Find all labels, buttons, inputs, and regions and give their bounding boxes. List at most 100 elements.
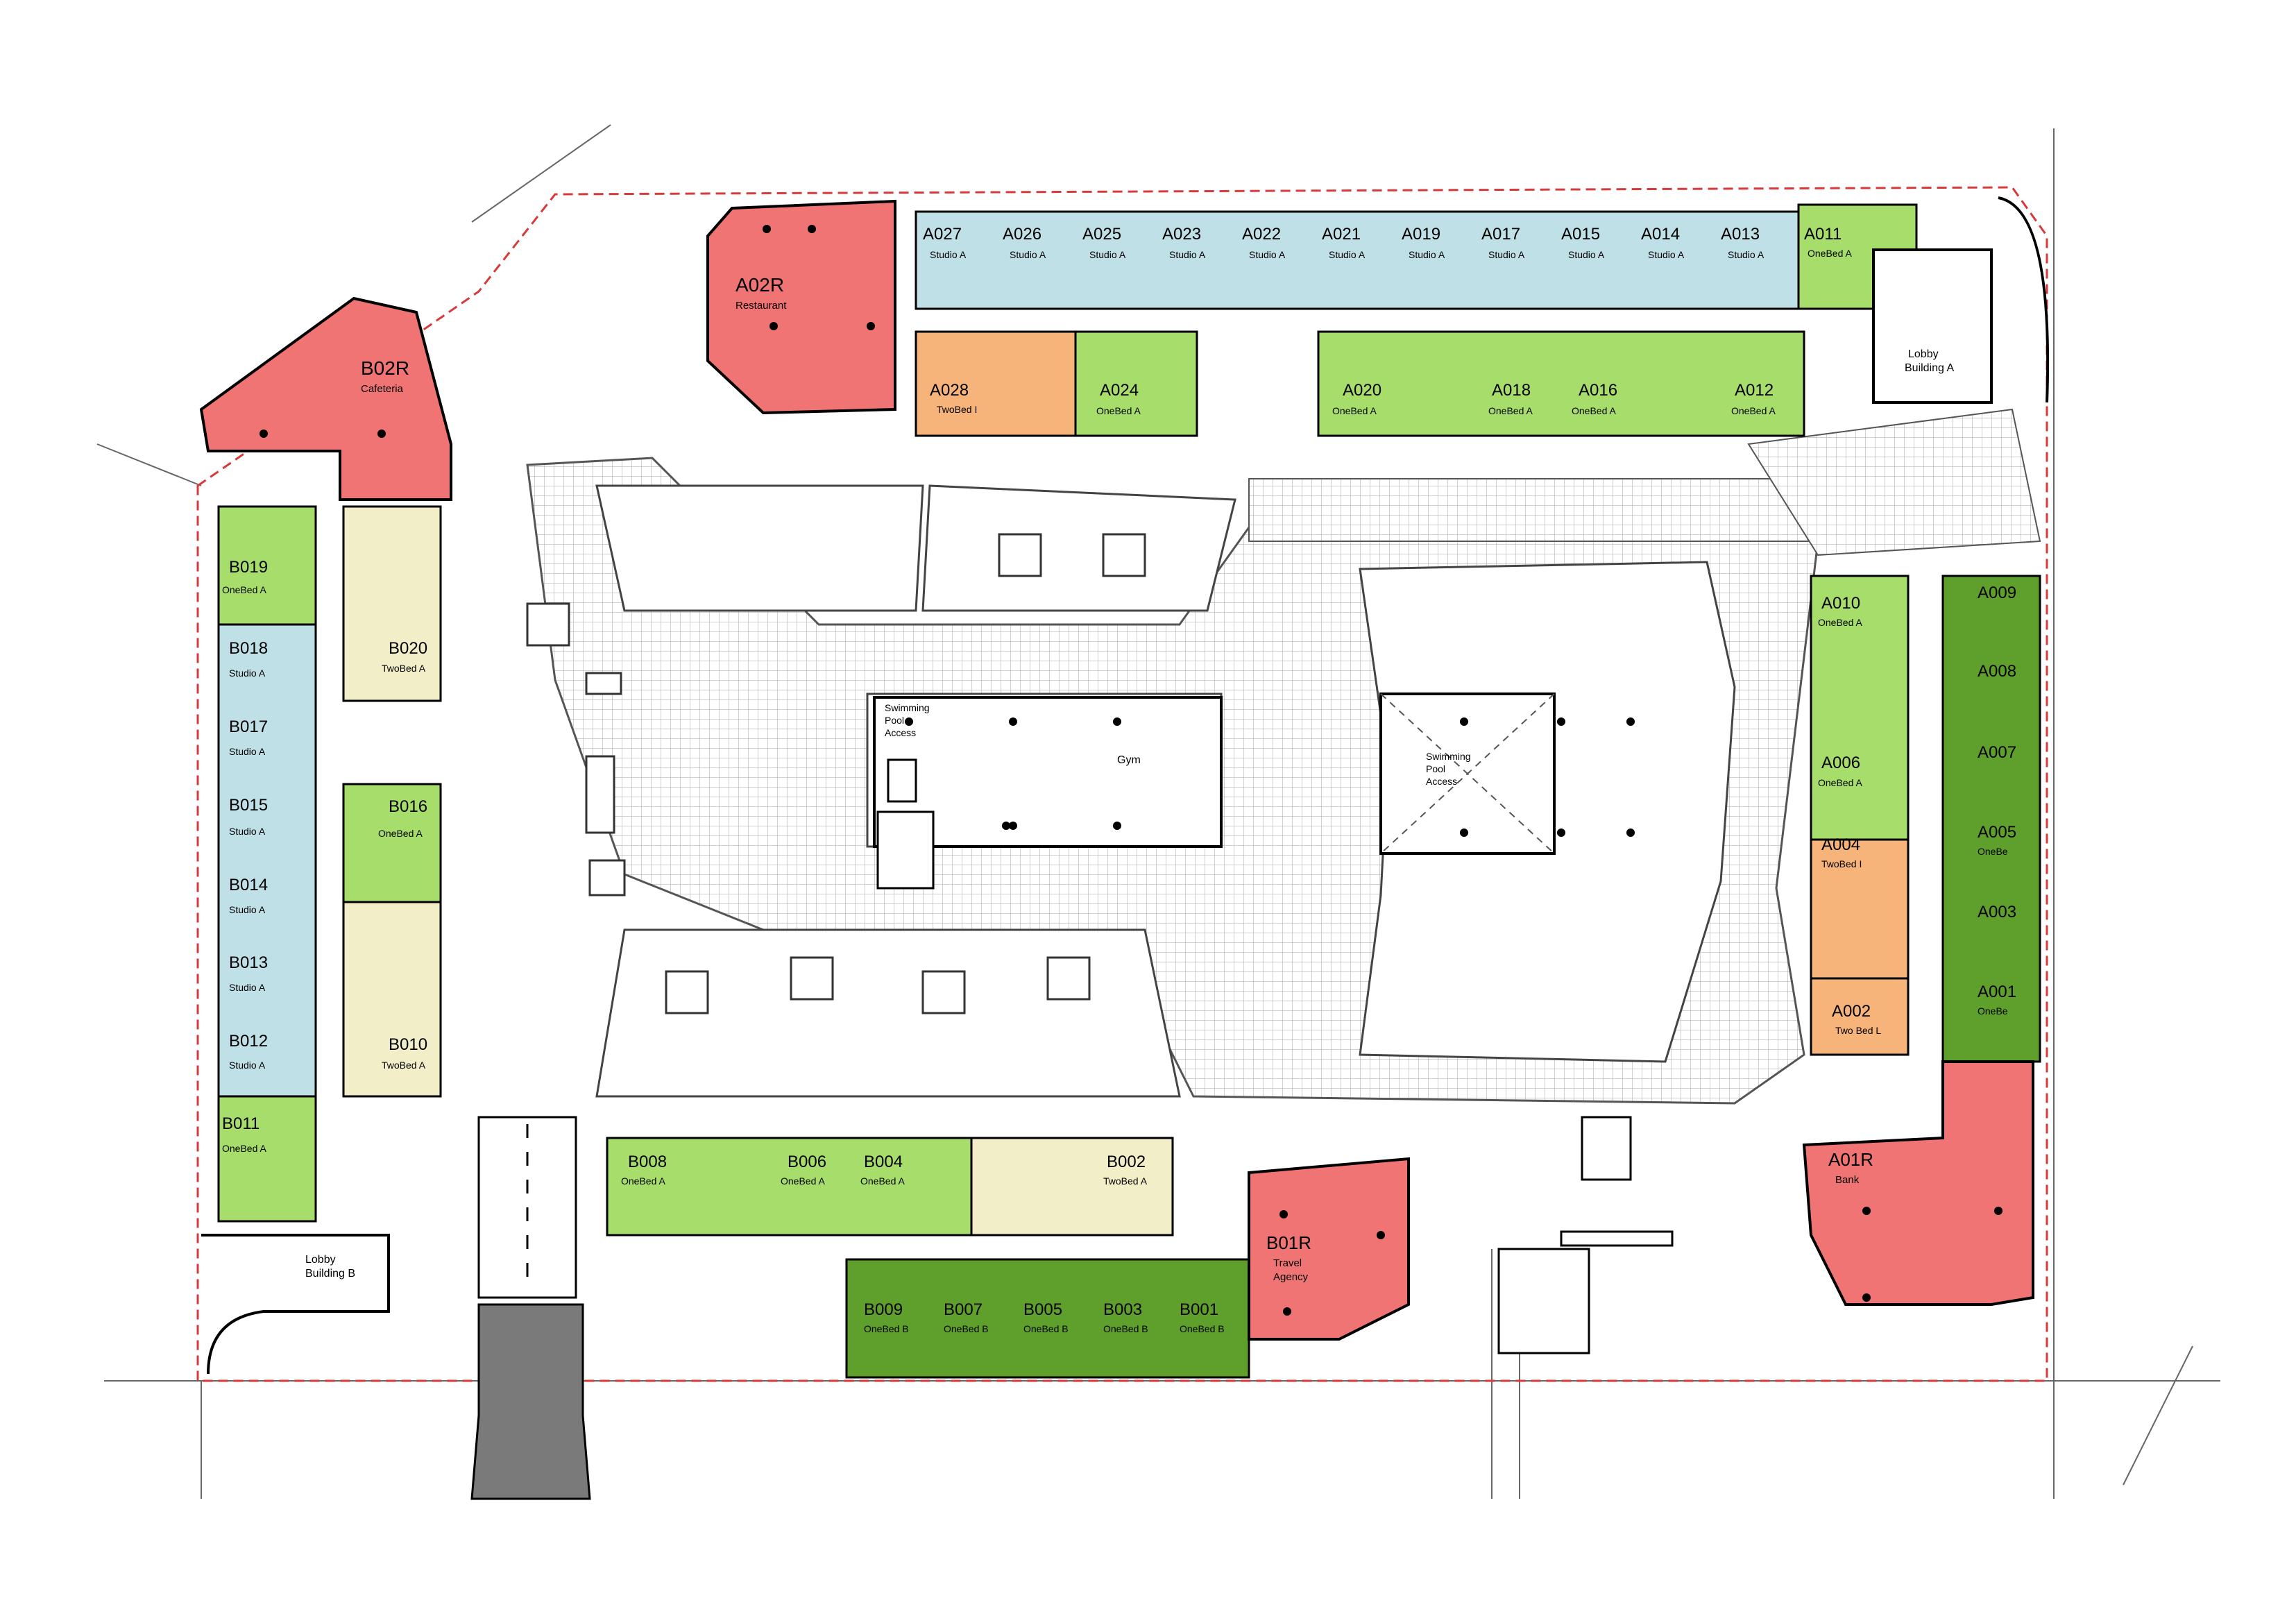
unit-B020-type: TwoBed A: [382, 663, 426, 674]
unit-B007-code: B007: [944, 1300, 983, 1319]
svg-text:Pool: Pool: [1426, 763, 1445, 774]
unit-B010-type: TwoBed A: [382, 1060, 426, 1071]
unit-B012-type: Studio A: [229, 1060, 266, 1071]
unit-A01R-area: [1802, 1060, 2034, 1306]
unit-A027-code: A027: [923, 225, 962, 244]
unit-B020-code: B020: [389, 639, 427, 658]
unit-A016-code: A016: [1579, 381, 1617, 400]
west-outer-column: [217, 505, 317, 1223]
unit-A021-type: Studio A: [1329, 249, 1366, 260]
unit-A012-type: OneBed A: [1731, 405, 1776, 416]
unit-A025-type: Studio A: [1089, 249, 1126, 260]
north-studio-row: [915, 203, 1918, 310]
unit-A028-type: TwoBed I: [937, 404, 977, 415]
unit-A015-code: A015: [1561, 225, 1600, 244]
pool-access-label-1: Swimming: [885, 702, 930, 713]
unit-A019-type: Studio A: [1409, 249, 1445, 260]
svg-text:Access: Access: [885, 727, 916, 738]
unit-A005-type: OneBe: [1978, 846, 2008, 857]
unit-B005-type: OneBed B: [1023, 1323, 1069, 1334]
lobby-b-label: Lobby: [305, 1254, 336, 1266]
unit-B009-type: OneBed B: [864, 1323, 909, 1334]
amenity-blocks: [873, 692, 1635, 890]
unit-B008-code: B008: [628, 1153, 667, 1171]
unit-A005-code: A005: [1978, 823, 2016, 842]
lobby-a-label: Lobby: [1908, 348, 1939, 360]
unit-A004-code: A004: [1821, 835, 1860, 854]
commercial-labels: A02R Restaurant B02R Cafeteria B01R Trav…: [361, 274, 1873, 1283]
unit-B002-code: B002: [1107, 1153, 1146, 1171]
svg-text:Pool: Pool: [885, 715, 904, 726]
unit-B006-type: OneBed A: [781, 1175, 825, 1187]
unit-A009-code: A009: [1978, 584, 2016, 602]
unit-B016-code: B016: [389, 797, 427, 816]
south-upper-row: [606, 1137, 1174, 1237]
unit-B001-type: OneBed B: [1180, 1323, 1225, 1334]
east-inner-column: [1810, 575, 1910, 1056]
unit-B01R-area: [1248, 1157, 1410, 1341]
unit-B004-code: B004: [864, 1153, 903, 1171]
ramp: [470, 1116, 591, 1500]
planter-boxes: [526, 533, 1146, 1014]
unit-B011-type: OneBed A: [222, 1143, 266, 1154]
unit-B015-code: B015: [229, 796, 268, 815]
unit-A020-type: OneBed A: [1332, 405, 1377, 416]
label-A009: A009: [1978, 584, 2016, 602]
lobby-b-area: [201, 1234, 390, 1375]
unit-B02R-area: [199, 296, 452, 501]
unit-B018-type: Studio A: [229, 668, 266, 679]
unit-A01R-code: A01R: [1828, 1149, 1873, 1170]
unit-B014-type: Studio A: [229, 904, 266, 915]
unit-A026-type: Studio A: [1010, 249, 1046, 260]
unit-A01R-use: Bank: [1835, 1174, 1860, 1186]
unit-A018-type: OneBed A: [1488, 405, 1533, 416]
unit-A002-code: A002: [1832, 1002, 1871, 1021]
unit-A023-type: Studio A: [1169, 249, 1206, 260]
unit-A017-type: Studio A: [1488, 249, 1525, 260]
unit-A015-type: Studio A: [1568, 249, 1605, 260]
unit-A012-code: A012: [1735, 381, 1774, 400]
unit-B015-type: Studio A: [229, 826, 266, 837]
unit-B016-type: OneBed A: [378, 828, 423, 839]
unit-A006-code: A006: [1821, 754, 1860, 772]
unit-A007-code: A007: [1978, 743, 2016, 762]
svg-text:Access: Access: [1426, 776, 1457, 787]
unit-B005-code: B005: [1023, 1300, 1062, 1319]
unit-A011-code: A011: [1804, 225, 1842, 244]
unit-A013-code: A013: [1721, 225, 1760, 244]
north-second-row: [915, 330, 1805, 437]
unit-A016-type: OneBed A: [1572, 405, 1616, 416]
unit-B018-code: B018: [229, 639, 268, 658]
west-inner-column: [342, 505, 442, 1098]
unit-B02R-use: Cafeteria: [361, 383, 404, 395]
south-lower-row: [845, 1258, 1250, 1379]
